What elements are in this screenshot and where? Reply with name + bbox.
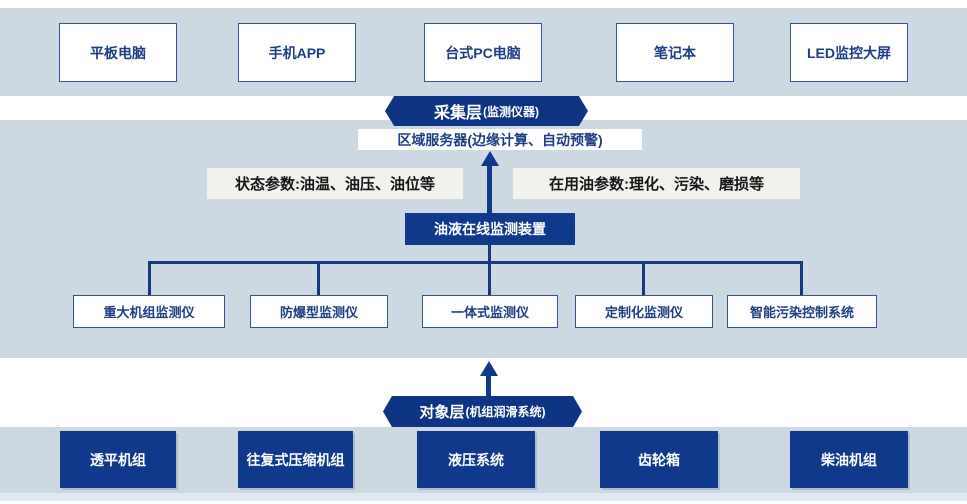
collection-layer-subtitle: (监测仪器): [483, 104, 539, 119]
regional-server-box: 区域服务器(边缘计算、自动预警): [358, 129, 642, 150]
status-params-label: 状态参数:油温、油压、油位等: [207, 168, 463, 199]
connector-drop-1: [148, 261, 151, 296]
equipment-box-diesel: 柴油机组: [790, 431, 908, 488]
monitor-box-explosion: 防爆型监测仪: [250, 295, 388, 328]
terminal-box-desktop: 台式PC电脑: [424, 23, 542, 82]
equipment-box-compressor: 往复式压缩机组: [238, 431, 353, 488]
equipment-box-hydraulic: 液压系统: [417, 431, 535, 488]
terminal-box-laptop: 笔记本: [616, 23, 734, 82]
monitor-box-integrated: 一体式监测仪: [422, 295, 558, 328]
equipment-box-turbine: 透平机组: [60, 431, 176, 488]
connector-drop-3: [488, 261, 491, 296]
object-layer-subtitle: (机组润滑系统): [465, 405, 546, 419]
terminal-box-phone: 手机APP: [238, 23, 356, 82]
monitor-box-customized: 定制化监测仪: [575, 295, 713, 328]
terminal-box-led: LED监控大屏: [790, 23, 908, 82]
connector-drop-5: [800, 261, 803, 296]
object-layer-banner: 对象层 (机组润滑系统): [383, 396, 582, 427]
monitor-box-major-unit: 重大机组监测仪: [73, 295, 225, 328]
connector-stub: [488, 245, 491, 263]
collection-layer-banner: 采集层 (监测仪器): [385, 96, 588, 126]
connector-horizontal: [148, 261, 803, 264]
equipment-box-gearbox: 齿轮箱: [600, 431, 718, 488]
collection-layer-title: 采集层: [433, 105, 482, 122]
up-arrow-icon: [481, 151, 499, 166]
bottom-strip: [0, 493, 967, 501]
monitoring-device-box: 油液在线监测装置: [405, 213, 575, 245]
oil-params-label: 在用油参数:理化、污染、磨损等: [513, 168, 800, 199]
up-arrow-shaft: [487, 164, 492, 213]
up-arrow-shaft-2: [486, 374, 491, 396]
connector-drop-2: [317, 261, 320, 296]
connector-drop-4: [642, 261, 645, 296]
object-layer-title: 对象层: [419, 404, 465, 421]
monitor-box-contamination: 智能污染控制系统: [727, 295, 877, 328]
up-arrow-icon-2: [480, 361, 498, 376]
terminal-box-tablet: 平板电脑: [59, 23, 177, 82]
